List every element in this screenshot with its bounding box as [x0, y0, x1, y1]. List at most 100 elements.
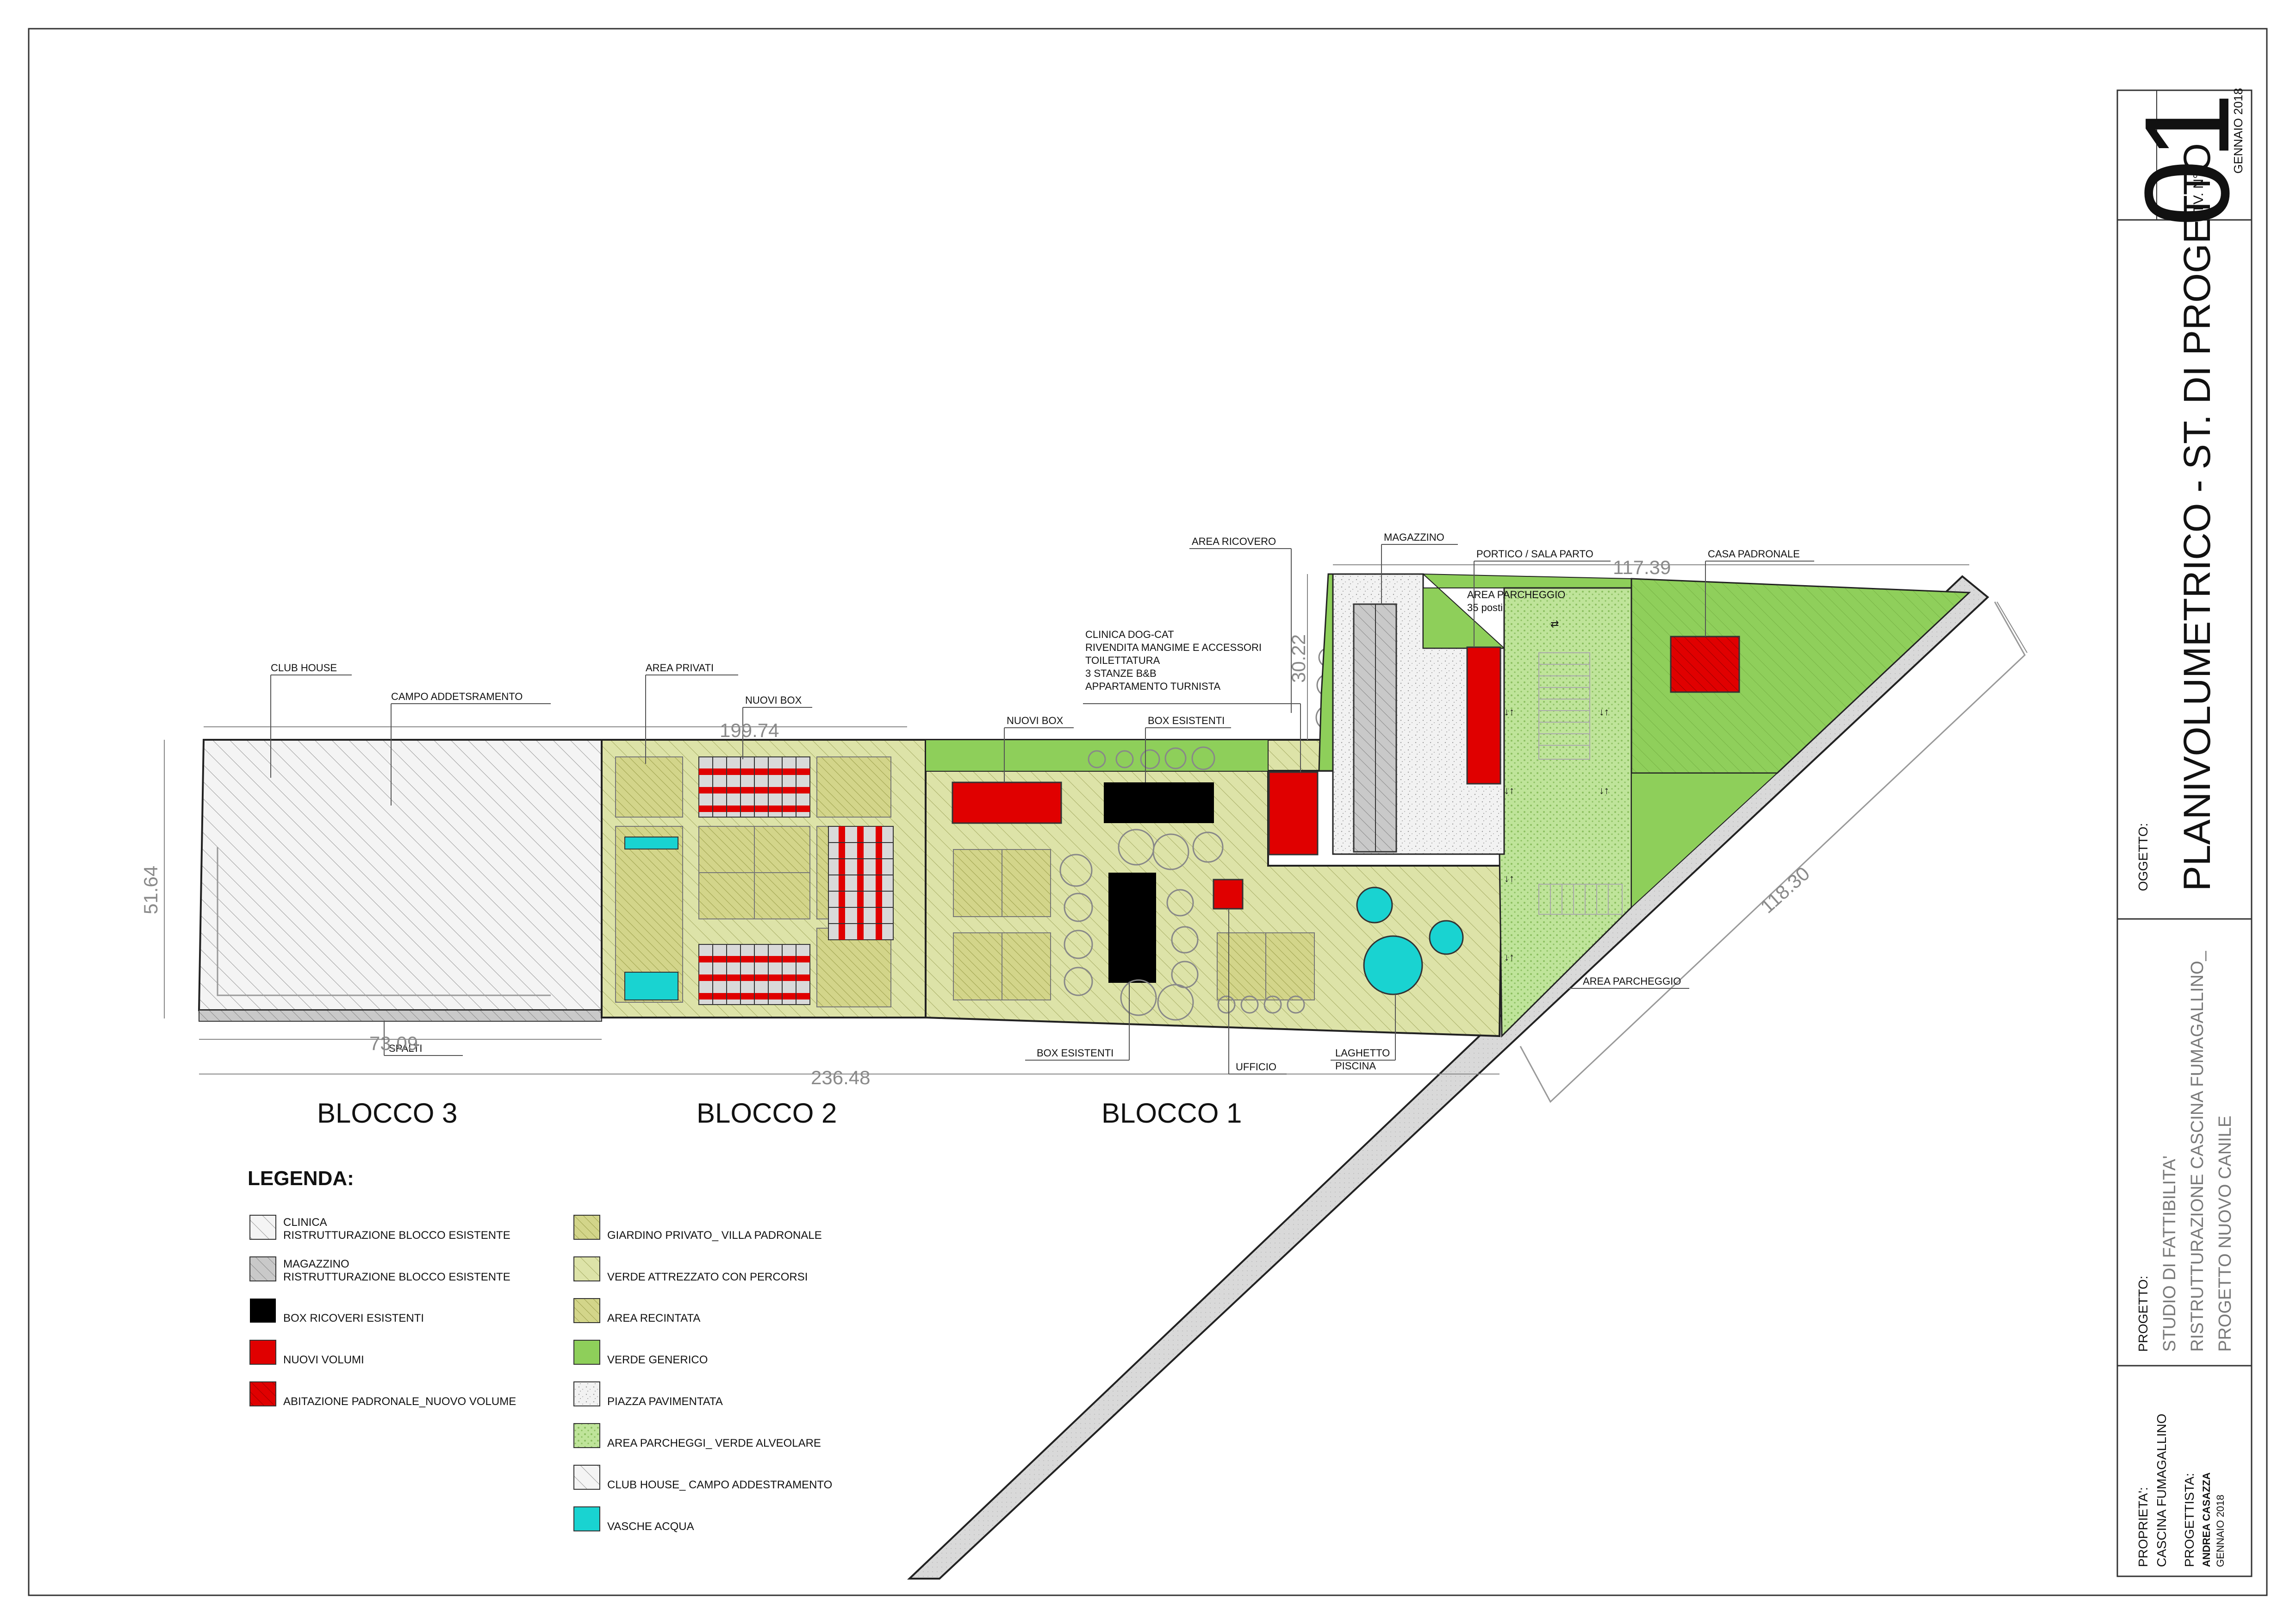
parcheggio: [1499, 587, 1632, 1038]
box-esistenti-block1: [1104, 782, 1214, 823]
progetto-label: PROGETTO:: [2136, 1276, 2150, 1352]
clinica-red: [1268, 771, 1319, 856]
legend-nuovi-volumi: NUOVI VOLUMI: [283, 1354, 364, 1366]
legend-giardino: GIARDINO PRIVATO_ VILLA PADRONALE: [607, 1229, 822, 1242]
legend-swatch-vasche: [573, 1506, 600, 1531]
legend-clinica-1: CLINICA: [283, 1216, 327, 1229]
dim-236-48: 236.48: [811, 1067, 870, 1088]
label-clinica-1: CLINICA DOG-CAT: [1085, 629, 1174, 640]
site-labels: CLUB HOUSE CAMPO ADDETSRAMENTO AREA PRIV…: [271, 531, 1800, 1073]
svg-text:⇄: ⇄: [1550, 618, 1559, 630]
legend-swatch-verde-attrezzato: [573, 1256, 600, 1281]
legend-swatch-area-recintata: [573, 1298, 600, 1323]
label-area-parcheggio-bottom: AREA PARCHEGGIO: [1583, 975, 1681, 987]
label-piscina: PISCINA: [1335, 1060, 1376, 1072]
nuovi-box-block1: [952, 781, 1062, 824]
legend-swatch-nuovi-volumi: [249, 1340, 276, 1365]
block-names: BLOCCO 3 BLOCCO 2 BLOCCO 1: [317, 1098, 1242, 1129]
area-ricovero-strip: [1318, 573, 1334, 772]
casa-padronale: [1670, 636, 1740, 693]
legend-swatch-parcheggi: [573, 1423, 600, 1448]
block1: [925, 647, 1503, 1037]
svg-text:↓↑: ↓↑: [1504, 873, 1514, 884]
progetto-line-3: PROGETTO NUOVO CANILE: [2215, 1116, 2235, 1352]
label-campo: CAMPO ADDETSRAMENTO: [391, 691, 523, 702]
label-clinica-4: 3 STANZE B&B: [1085, 668, 1157, 679]
legend-area-recintata: AREA RECINTATA: [607, 1312, 700, 1324]
block-1-name: BLOCCO 1: [1101, 1098, 1242, 1129]
new-box-group-bottom: [698, 944, 810, 1005]
proprieta-value: CASCINA FUMAGALLINO: [2154, 1414, 2169, 1567]
legend-swatch-verde-generico: [573, 1340, 600, 1365]
svg-text:↓↑: ↓↑: [1504, 706, 1514, 718]
progetto-line-1: STUDIO DI FATTIBILITA': [2160, 1156, 2179, 1352]
legend-swatch-giardino: [573, 1215, 600, 1240]
traffic-arrows: ⇄ ↓↑ ↓↑ ↓↑ ↓↑ ↓↑ ↓↑: [1504, 618, 1609, 963]
legend-abitazione: ABITAZIONE PADRONALE_NUOVO VOLUME: [283, 1395, 516, 1408]
label-posti: 35 posti: [1467, 602, 1503, 613]
dim-51-64: 51.64: [140, 866, 162, 914]
ufficio: [1213, 879, 1244, 910]
block-3-name: BLOCCO 3: [317, 1098, 457, 1129]
legend-piazza: PIAZZA PAVIMENTATA: [607, 1395, 723, 1408]
block3-club-house: [198, 739, 603, 1011]
verde-generico: [1631, 773, 1779, 909]
new-box-group-top: [698, 756, 810, 818]
tav-label: TV. N°: [2191, 173, 2206, 213]
legend-swatch-abitazione: [249, 1381, 276, 1406]
date-bottom: GENNAIO 2018: [2215, 1494, 2226, 1567]
svg-text:↓↑: ↓↑: [1504, 785, 1514, 796]
legend: LEGENDA: CLINICA RISTRUTTURAZIONE BLOCCO…: [248, 1167, 832, 1533]
label-magazzino: MAGAZZINO: [1384, 531, 1444, 543]
label-clinica-3: TOILETTATURA: [1085, 655, 1160, 666]
block2: [601, 739, 927, 1018]
label-nuovi-box-b1: NUOVI BOX: [1007, 715, 1064, 726]
progetto-line-2: RISTRUTTURAZIONE CASCINA FUMAGALLINO_: [2188, 950, 2207, 1352]
legend-title: LEGENDA:: [248, 1167, 354, 1190]
svg-text:↓↑: ↓↑: [1599, 706, 1609, 718]
box-esistenti-vertical: [1108, 873, 1156, 983]
water-pools: [1356, 887, 1464, 995]
progettista-label: PROGETTISTA:: [2182, 1473, 2196, 1567]
dim-118-30: 118.30: [1756, 862, 1814, 918]
legend-verde-attrezzato: VERDE ATTREZZATO CON PERCORSI: [607, 1271, 808, 1283]
legend-swatch-magazzino: [249, 1256, 276, 1281]
leader-lines: [270, 544, 1814, 1074]
svg-text:↓↑: ↓↑: [1599, 785, 1609, 796]
label-laghetto: LAGHETTO: [1335, 1047, 1390, 1059]
label-box-esistenti-bottom: BOX ESISTENTI: [1037, 1047, 1114, 1059]
parking-stripes: [1538, 652, 1623, 915]
legend-box-esistenti: BOX RICOVERI ESISTENTI: [283, 1312, 424, 1324]
progettista-value: ANDREA CASAZZA: [2201, 1472, 2212, 1567]
legend-parcheggi: AREA PARCHEGGI_ VERDE ALVEOLARE: [607, 1437, 821, 1449]
new-box-group-right: [828, 826, 894, 940]
legend-swatch-clinica: [249, 1215, 276, 1240]
portico-red: [1466, 646, 1501, 785]
dim-199-74: 199.74: [720, 719, 779, 741]
svg-text:↓↑: ↓↑: [1504, 951, 1514, 963]
block-2-name: BLOCCO 2: [697, 1098, 837, 1129]
label-nuovi-box-b2: NUOVI BOX: [745, 694, 802, 706]
legend-vasche: VASCHE ACQUA: [607, 1520, 694, 1533]
legend-clinica-2: RISTRUTTURAZIONE BLOCCO ESISTENTE: [283, 1229, 510, 1242]
label-clinica-5: APPARTAMENTO TURNISTA: [1085, 681, 1220, 692]
label-area-privati: AREA PRIVATI: [646, 662, 714, 674]
label-clinica-2: RIVENDITA MANGIME E ACCESSORI: [1085, 642, 1262, 653]
label-casa-padronale: CASA PADRONALE: [1708, 548, 1800, 560]
label-area-ricovero: AREA RICOVERO: [1192, 536, 1276, 547]
sheet-number: 01: [2120, 93, 2254, 226]
label-spalti: SPALTI: [389, 1043, 423, 1054]
dim-30-22: 30.22: [1288, 634, 1309, 683]
campo-outline: [217, 847, 551, 996]
oggetto-label: OGGETTO:: [2136, 823, 2150, 891]
dim-117-39: 117.39: [1613, 556, 1671, 578]
label-box-esistenti-top: BOX ESISTENTI: [1148, 715, 1225, 726]
dim-73-09: 73.09: [369, 1032, 418, 1054]
legend-verde-generico: VERDE GENERICO: [607, 1354, 708, 1366]
legend-club-house: CLUB HOUSE_ CAMPO ADDESTRAMENTO: [607, 1479, 832, 1491]
date-top: GENNAIO 2018: [2231, 88, 2245, 174]
proprieta-label: PROPRIETA':: [2136, 1487, 2150, 1567]
label-portico: PORTICO / SALA PARTO: [1476, 548, 1593, 560]
spalti-stand: [199, 1010, 602, 1022]
